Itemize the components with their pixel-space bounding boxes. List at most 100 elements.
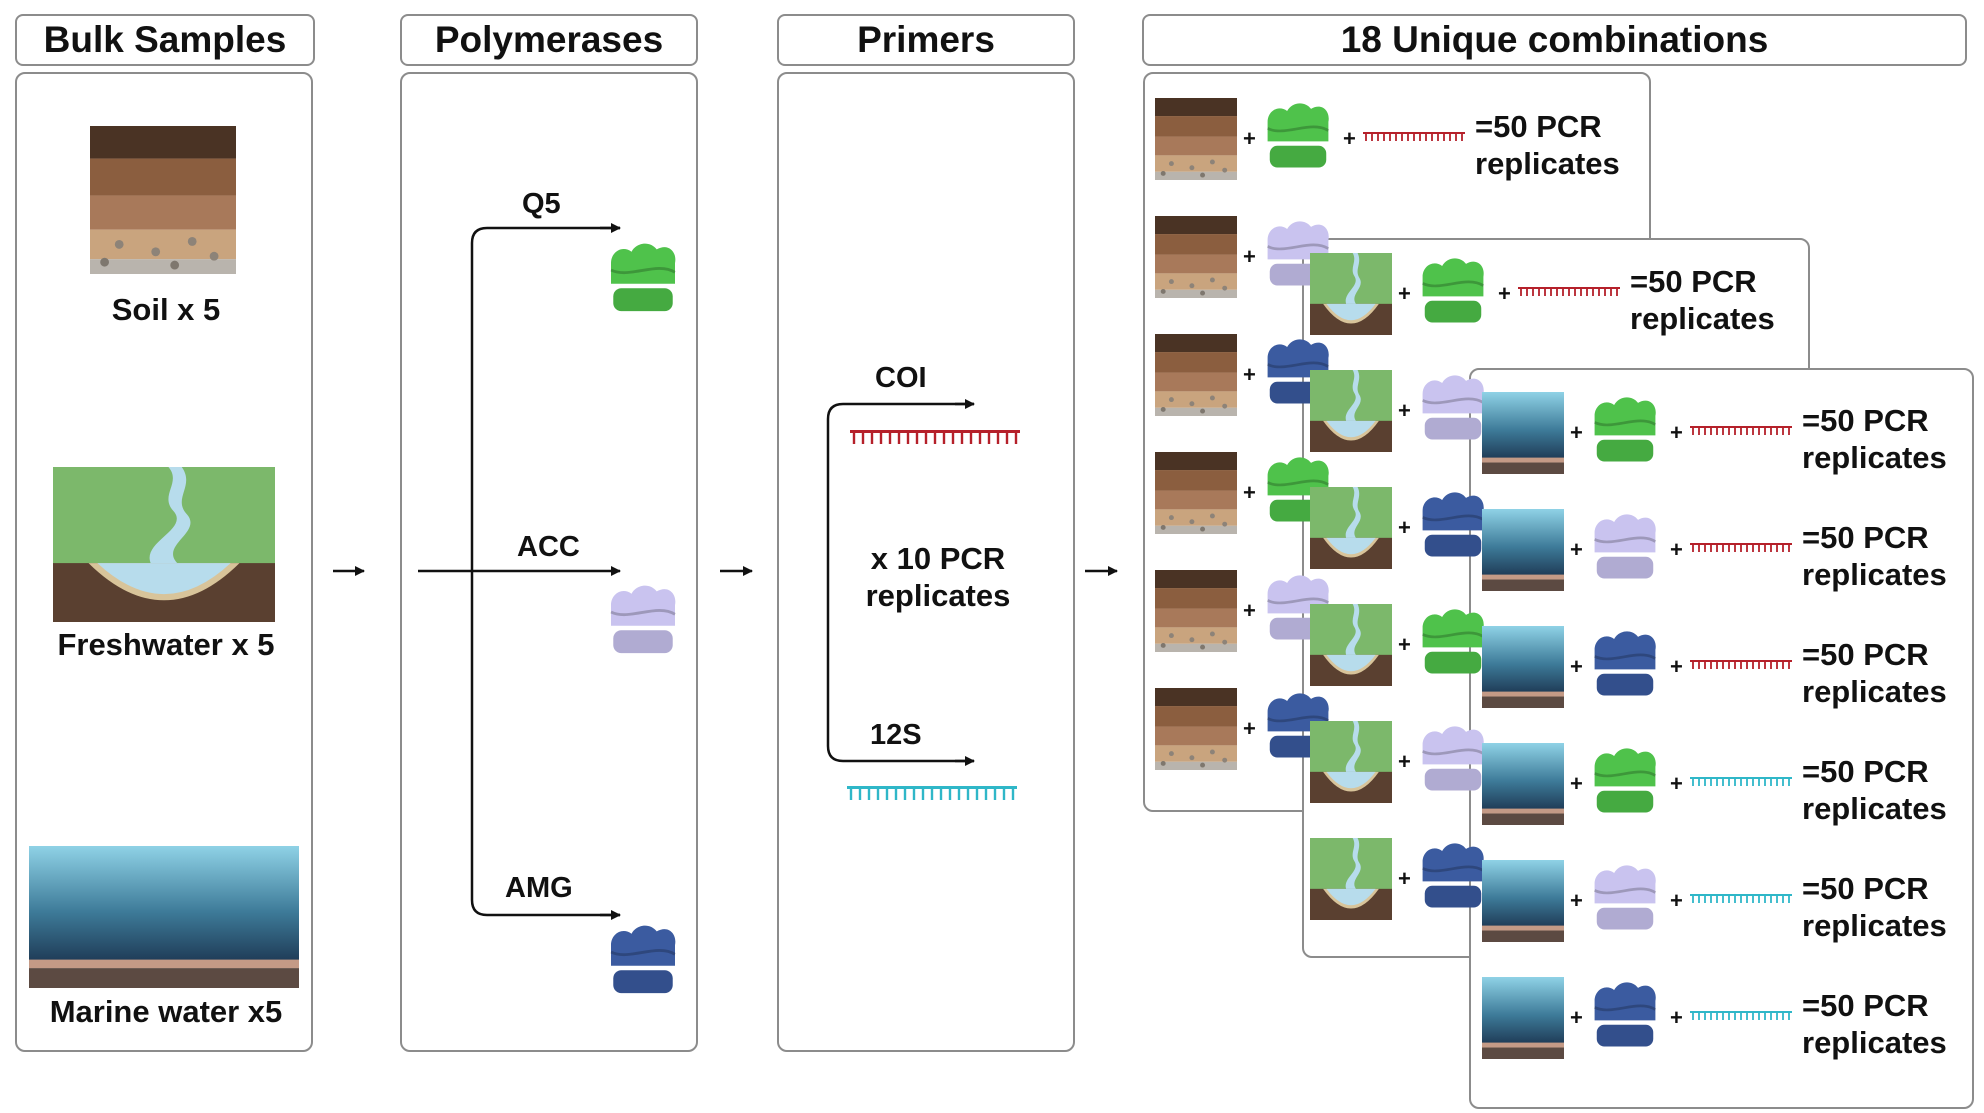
plus-sign: +: [1398, 632, 1411, 657]
sample-label-soil: Soil x 5: [111, 292, 221, 327]
coi-primer-icon: [1363, 130, 1465, 149]
header-combinations: 18 Unique combinations: [1142, 14, 1967, 66]
primer-label-12s: 12S: [870, 719, 922, 751]
12s-primer-icon: [1690, 775, 1792, 794]
header-bulk-samples: Bulk Samples: [15, 14, 315, 66]
plus-sign: +: [1670, 771, 1683, 796]
result-line1: =50 PCR: [1802, 403, 1929, 438]
polymerase-label-q5: Q5: [522, 188, 561, 220]
plus-sign: +: [1570, 537, 1583, 562]
polymerase-label-acc: ACC: [517, 531, 580, 563]
acc-enzyme-icon: [1590, 509, 1660, 585]
plus-sign: +: [1570, 771, 1583, 796]
combination-row: +: [1155, 570, 1675, 660]
q5-enzyme-icon: [1590, 392, 1660, 468]
freshwater-icon: [1310, 253, 1392, 335]
result-line2: replicates: [1802, 557, 1947, 592]
q5-enzyme-icon: [606, 238, 680, 318]
plus-sign: +: [1570, 1005, 1583, 1030]
result-line2: replicates: [1475, 146, 1620, 181]
plus-sign: +: [1243, 716, 1256, 741]
freshwater-icon: [1310, 721, 1392, 803]
plus-sign: +: [1570, 888, 1583, 913]
freshwater-icon: [1310, 370, 1392, 452]
q5-enzyme-icon: [1418, 253, 1488, 329]
header-primers-text: Primers: [857, 19, 995, 60]
polymerase-label-amg: AMG: [505, 872, 573, 904]
header-combinations-text: 18 Unique combinations: [1340, 19, 1769, 60]
result-line2: replicates: [1802, 1025, 1947, 1060]
header-polymerases-text: Polymerases: [434, 19, 664, 60]
soil-icon: [1155, 688, 1237, 770]
primer-label-coi: COI: [875, 362, 927, 394]
result-line2: replicates: [1802, 440, 1947, 475]
plus-sign: +: [1670, 654, 1683, 679]
bulk-samples-panel: Soil x 5 Freshwater x 5 Marine water x5: [15, 72, 313, 1052]
q5-enzyme-icon: [1263, 98, 1333, 174]
plus-sign: +: [1243, 244, 1256, 269]
result-line1: =50 PCR: [1802, 754, 1929, 789]
header-bulk-samples-text: Bulk Samples: [43, 19, 287, 60]
acc-enzyme-icon: [1418, 370, 1488, 446]
combination-row: +: [1310, 604, 1830, 694]
soil-icon: [1155, 452, 1237, 534]
sample-label-marine: Marine water x5: [49, 994, 283, 1029]
12s-primer-icon: [1690, 892, 1792, 911]
plus-sign: +: [1670, 537, 1683, 562]
pcr-note-line1: x 10 PCR: [870, 541, 1006, 576]
result-line1: =50 PCR: [1802, 988, 1929, 1023]
plus-sign: +: [1343, 126, 1356, 151]
acc-enzyme-icon: [606, 580, 680, 660]
result-line1: =50 PCR: [1802, 871, 1929, 906]
primers-panel: [777, 72, 1075, 1052]
result-line1: =50 PCR: [1802, 637, 1929, 672]
q5-enzyme-icon: [1590, 743, 1660, 819]
plus-sign: +: [1243, 362, 1256, 387]
amg-enzyme-icon: [1418, 838, 1488, 914]
coi-primer-icon: [1690, 541, 1792, 560]
result-line1: =50 PCR: [1630, 264, 1757, 299]
combination-row: +: [1310, 838, 1830, 928]
marine-water-icon: [1482, 509, 1564, 591]
soil-icon: [1155, 570, 1237, 652]
freshwater-icon: [1310, 838, 1392, 920]
plus-sign: +: [1398, 866, 1411, 891]
combination-row: +: [1155, 688, 1675, 778]
soil-icon: [1155, 98, 1237, 180]
amg-enzyme-icon: [606, 920, 680, 1000]
pcr-note: x 10 PCR replicates: [848, 540, 1028, 614]
result-line2: replicates: [1802, 791, 1947, 826]
acc-enzyme-icon: [1590, 860, 1660, 936]
result-line1: =50 PCR: [1475, 109, 1602, 144]
combination-row: +: [1310, 370, 1830, 460]
plus-sign: +: [1398, 398, 1411, 423]
combination-row: +: [1310, 721, 1830, 811]
marine-water-icon: [1482, 977, 1564, 1059]
acc-enzyme-icon: [1418, 721, 1488, 797]
freshwater-icon: [1310, 604, 1392, 686]
combination-row: +: [1155, 334, 1675, 424]
plus-sign: +: [1670, 420, 1683, 445]
coi-primer-icon: [1518, 285, 1620, 304]
header-primers: Primers: [777, 14, 1075, 66]
marine-water-icon: [1482, 626, 1564, 708]
12s-primer-icon: [1690, 1009, 1792, 1028]
marine-water-icon: [1482, 743, 1564, 825]
12s-primer-icon: [847, 786, 1017, 800]
result-line2: replicates: [1802, 674, 1947, 709]
amg-enzyme-icon: [1590, 626, 1660, 702]
combination-row: +: [1155, 216, 1675, 306]
